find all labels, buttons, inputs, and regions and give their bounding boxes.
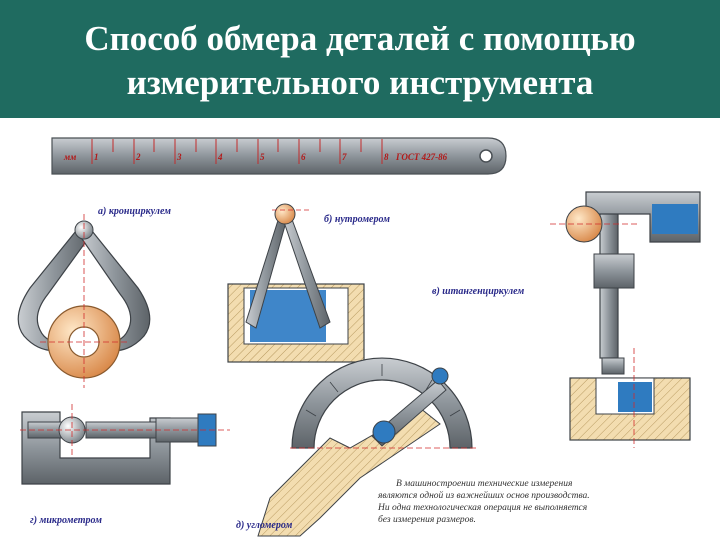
ruler-mark-5: 5 xyxy=(260,152,265,162)
title-bar: Способ обмера деталей с помощью измерите… xyxy=(0,0,720,118)
slide-title: Способ обмера деталей с помощью измерите… xyxy=(84,13,635,105)
ruler-body xyxy=(51,137,507,175)
ruler-mark-7: 7 xyxy=(342,152,347,162)
note-line-1: В машиностроении технические измерения xyxy=(396,479,573,489)
outside-caliper-illustration: а) кронциркулем xyxy=(17,206,171,388)
ruler-mark-4: 4 xyxy=(217,152,223,162)
label-protractor: д) угломером xyxy=(236,520,292,531)
label-vernier-caliper: в) штангенциркулем xyxy=(432,286,524,297)
vernier-caliper-illustration: в) штангенциркулем xyxy=(432,191,701,448)
ruler-mark-2: 2 xyxy=(135,152,141,162)
ruler-unit-label: мм xyxy=(63,152,76,162)
ruler-hole xyxy=(479,149,493,163)
illustration-area: мм 1 2 3 4 5 6 7 8 ГОСТ 427-86 а) кронци… xyxy=(0,118,720,540)
note-line-2: являются одной из важнейших основ произв… xyxy=(378,491,590,501)
ruler-ticks xyxy=(91,139,383,164)
label-micrometer: г) микрометром xyxy=(30,515,102,526)
measuring-tools-illustration: мм 1 2 3 4 5 6 7 8 ГОСТ 427-86 а) кронци… xyxy=(17,137,701,537)
explanatory-note: В машиностроении технические измерения я… xyxy=(378,478,708,526)
inside-caliper-illustration: б) нутромером xyxy=(227,203,390,363)
title-line-1: Способ обмера деталей с помощью xyxy=(84,19,636,58)
ruler-standard-label: ГОСТ 427-86 xyxy=(395,152,448,162)
ruler-mark-1: 1 xyxy=(94,152,99,162)
micrometer-illustration: г) микрометром xyxy=(20,404,230,526)
ruler-mark-8: 8 xyxy=(384,152,389,162)
label-caliper: а) кронциркулем xyxy=(98,206,171,217)
ruler-mark-3: 3 xyxy=(176,152,182,162)
title-line-2: измерительного инструмента xyxy=(126,63,594,102)
label-inside-caliper: б) нутромером xyxy=(324,214,390,225)
ruler-mark-6: 6 xyxy=(301,152,306,162)
protractor-illustration: д) угломером xyxy=(236,357,476,537)
ruler: мм 1 2 3 4 5 6 7 8 ГОСТ 427-86 xyxy=(51,137,507,175)
note-line-4: без измерения размеров. xyxy=(378,515,476,525)
note-line-3: Ни одна технологическая операция не выпо… xyxy=(378,503,588,513)
